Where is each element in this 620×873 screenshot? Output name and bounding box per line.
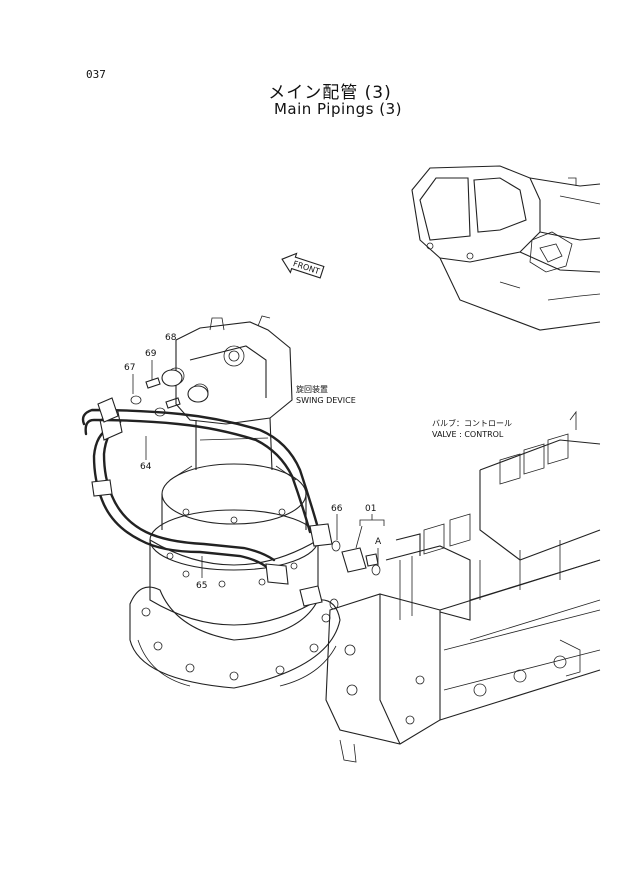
- valve-control-label-jp: バルブ：コントロール: [432, 418, 512, 428]
- callout-64: 64: [140, 462, 152, 472]
- fittings-68-69: [130, 369, 209, 417]
- front-arrow-icon: [281, 252, 325, 279]
- excavator-inset: [411, 165, 601, 331]
- callout-a: A: [375, 537, 382, 547]
- callout-01: 01: [365, 504, 376, 514]
- swing-device-label-jp: 旋回装置: [296, 384, 328, 394]
- callout-66: 66: [331, 504, 343, 514]
- callout-65: 65: [196, 581, 207, 591]
- fitting-66-01: [299, 540, 381, 610]
- valve-control-label-en: VALVE : CONTROL: [432, 430, 504, 439]
- page-number: 037: [86, 68, 106, 81]
- page-title-japanese: メイン配管 (3): [268, 83, 392, 103]
- callout-67: 67: [124, 363, 135, 373]
- swing-device-drawing: [129, 315, 341, 689]
- control-valve-drawing: [325, 410, 601, 763]
- leader-lines: [132, 342, 385, 578]
- hose-65: [81, 397, 333, 547]
- swing-device-label-en: SWING DEVICE: [296, 396, 356, 405]
- page-title-english: Main Pipings (3): [273, 100, 402, 118]
- callout-68: 68: [165, 333, 177, 343]
- callout-69: 69: [145, 349, 157, 359]
